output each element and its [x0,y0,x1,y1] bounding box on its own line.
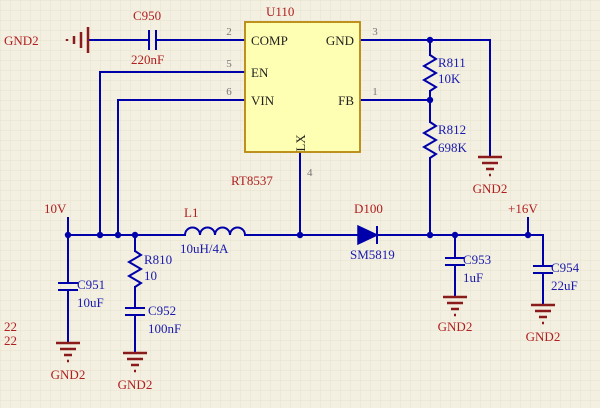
pin-number-fb: 1 [372,86,378,98]
diode-d100-symbol[interactable] [357,224,379,246]
junction-dot [426,96,434,104]
junction-dots [64,36,532,239]
junction-dot [426,231,434,239]
net-label-gnd2-divider[interactable]: GND2 [473,181,508,196]
net-label-gnd2-c954[interactable]: GND2 [526,329,561,344]
designator-r811[interactable]: R811 [438,55,466,70]
inductor-l1-symbol[interactable] [184,226,246,236]
pin-number-comp: 2 [226,26,232,38]
wires [67,39,544,354]
resistor-r812-symbol[interactable] [422,121,438,159]
pin-number-vin: 6 [226,86,232,98]
ground-symbol-c952[interactable] [123,351,147,373]
designator-c952[interactable]: C952 [148,303,176,318]
net-label-gnd2-top-left[interactable]: GND2 [4,33,39,48]
designator-u110[interactable]: U110 [266,4,294,19]
net-label-clipped-1[interactable]: 22 [4,319,17,334]
value-d100[interactable]: SM5819 [350,247,395,262]
designator-r812[interactable]: R812 [438,122,466,137]
ic-u110[interactable]: COMP EN VIN GND FB LX 2 5 6 3 1 4 [226,21,378,179]
resistor-r810-symbol[interactable] [127,250,143,288]
capacitor-c954-symbol[interactable] [533,265,553,274]
junction-dot [451,231,459,239]
wire-gndpin-to-ground[interactable] [359,39,491,158]
pin-name-lx: LX [293,134,308,152]
capacitor-c952-symbol[interactable] [125,307,145,316]
value-r811[interactable]: 10K [438,71,461,86]
designator-c951[interactable]: C951 [77,277,105,292]
net-label-10v[interactable]: 10V [44,201,67,216]
junction-dot [426,36,434,44]
designator-c954[interactable]: C954 [551,260,580,275]
net-label-clipped-2[interactable]: 22 [4,333,17,348]
pin-name-fb: FB [338,93,354,108]
ground-symbol-c954[interactable] [531,303,555,325]
designator-c953[interactable]: C953 [463,252,491,267]
value-r810[interactable]: 10 [144,268,157,283]
capacitor-c953-symbol[interactable] [445,257,465,266]
value-c951[interactable]: 10uF [77,295,104,310]
junction-dot [131,231,139,239]
capacitor-c950-symbol[interactable] [148,30,157,50]
wire-en-to-rail[interactable] [99,71,246,236]
ground-symbol-divider[interactable] [478,155,502,177]
labels: GND2 C950 220nF U110 RT8537 R811 10K R81… [4,4,580,392]
diode-anode-triangle [357,224,379,246]
junction-dot [96,231,104,239]
junction-dot [296,231,304,239]
net-label-gnd2-c952[interactable]: GND2 [118,377,153,392]
pin-name-gnd: GND [326,33,354,48]
net-label-gnd2-c953[interactable]: GND2 [438,319,473,334]
junction-dot [524,231,532,239]
bottom-margin [0,408,600,416]
ground-symbol-c951[interactable] [56,341,80,363]
pin-number-gnd: 3 [372,26,378,38]
resistor-r811-symbol[interactable] [422,54,438,92]
net-label-16v[interactable]: +16V [508,201,538,216]
value-c950[interactable]: 220nF [131,52,164,67]
ground-symbol-c953[interactable] [443,295,467,317]
ground-symbol-top-left[interactable] [65,27,90,53]
pin-name-comp: COMP [251,33,288,48]
pin-name-vin: VIN [251,93,275,108]
value-c954[interactable]: 22uF [551,278,578,293]
designator-r810[interactable]: R810 [144,252,172,267]
part-number-u110[interactable]: RT8537 [231,173,273,188]
ic-body[interactable] [244,21,361,153]
designator-c950[interactable]: C950 [133,8,161,23]
wire-vin-to-rail[interactable] [117,99,246,236]
pin-number-lx: 4 [307,167,313,179]
junction-dot [64,231,72,239]
junction-dot [114,231,122,239]
capacitor-c951-symbol[interactable] [58,282,78,291]
value-l1[interactable]: 10uH/4A [180,241,229,256]
value-c952[interactable]: 100nF [148,321,181,336]
designator-d100[interactable]: D100 [354,201,383,216]
pin-number-en: 5 [226,58,232,70]
designator-l1[interactable]: L1 [184,205,198,220]
value-c953[interactable]: 1uF [463,270,483,285]
pin-name-en: EN [251,65,269,80]
net-label-gnd2-c951[interactable]: GND2 [51,367,86,382]
value-r812[interactable]: 698K [438,140,468,155]
